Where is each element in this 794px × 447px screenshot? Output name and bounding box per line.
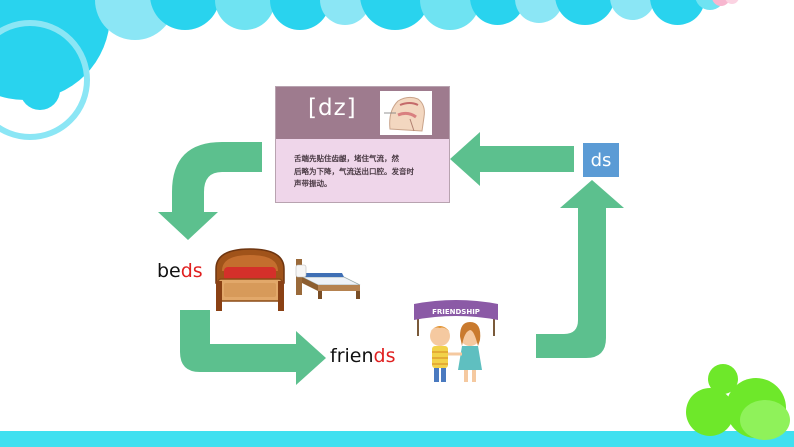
word-friends: friends: [330, 345, 395, 367]
bubble-cyan-top-10: [610, 0, 655, 20]
phonetic-symbol: [dz]: [308, 95, 357, 121]
description-line-3: 声带振动。: [294, 179, 332, 188]
mouth-diagram-icon: [380, 91, 432, 135]
bubble-cyan-top-12: [695, 0, 725, 10]
bubble-pink-light: [725, 0, 739, 4]
arrow-beds-to-friends: [180, 310, 326, 385]
arrow-friends-to-ds: [536, 180, 624, 358]
phonetic-card: [dz] 舌端先贴住齿龈，堵住气流，然 后略为下降，气流送出口腔。发音时 声带振…: [275, 86, 450, 203]
ds-box: ds: [583, 143, 619, 177]
bottom-bar: [0, 431, 794, 447]
description-line-1: 舌端先贴住齿龈，堵住气流，然: [294, 154, 399, 163]
double-bed-icon: [215, 248, 285, 311]
bubble-pink: [712, 0, 730, 6]
word-beds: beds: [157, 260, 203, 282]
arrow-card-to-beds: [158, 142, 262, 240]
friendship-banner-text: FRIENDSHIP: [432, 308, 480, 316]
description-line-2: 后略为下降，气流送出口腔。发音时: [294, 166, 414, 176]
bubble-green-4: [740, 400, 790, 440]
phonetic-description: 舌端先贴住齿龈，堵住气流，然 后略为下降，气流送出口腔。发音时 声带振动。: [294, 153, 438, 191]
arrow-ds-to-card: [450, 132, 574, 186]
word-beds-prefix: be: [157, 260, 181, 282]
bubble-cyan-outline: [0, 20, 90, 140]
friends-illustration-icon: FRIENDSHIP: [414, 300, 498, 382]
single-bed-icon: [295, 259, 361, 299]
bubble-cyan-top-8: [515, 0, 563, 23]
phonetic-card-header: [dz]: [276, 87, 449, 139]
word-friends-prefix: frien: [330, 345, 374, 367]
word-friends-suffix: ds: [373, 345, 396, 367]
word-beds-suffix: ds: [180, 260, 203, 282]
